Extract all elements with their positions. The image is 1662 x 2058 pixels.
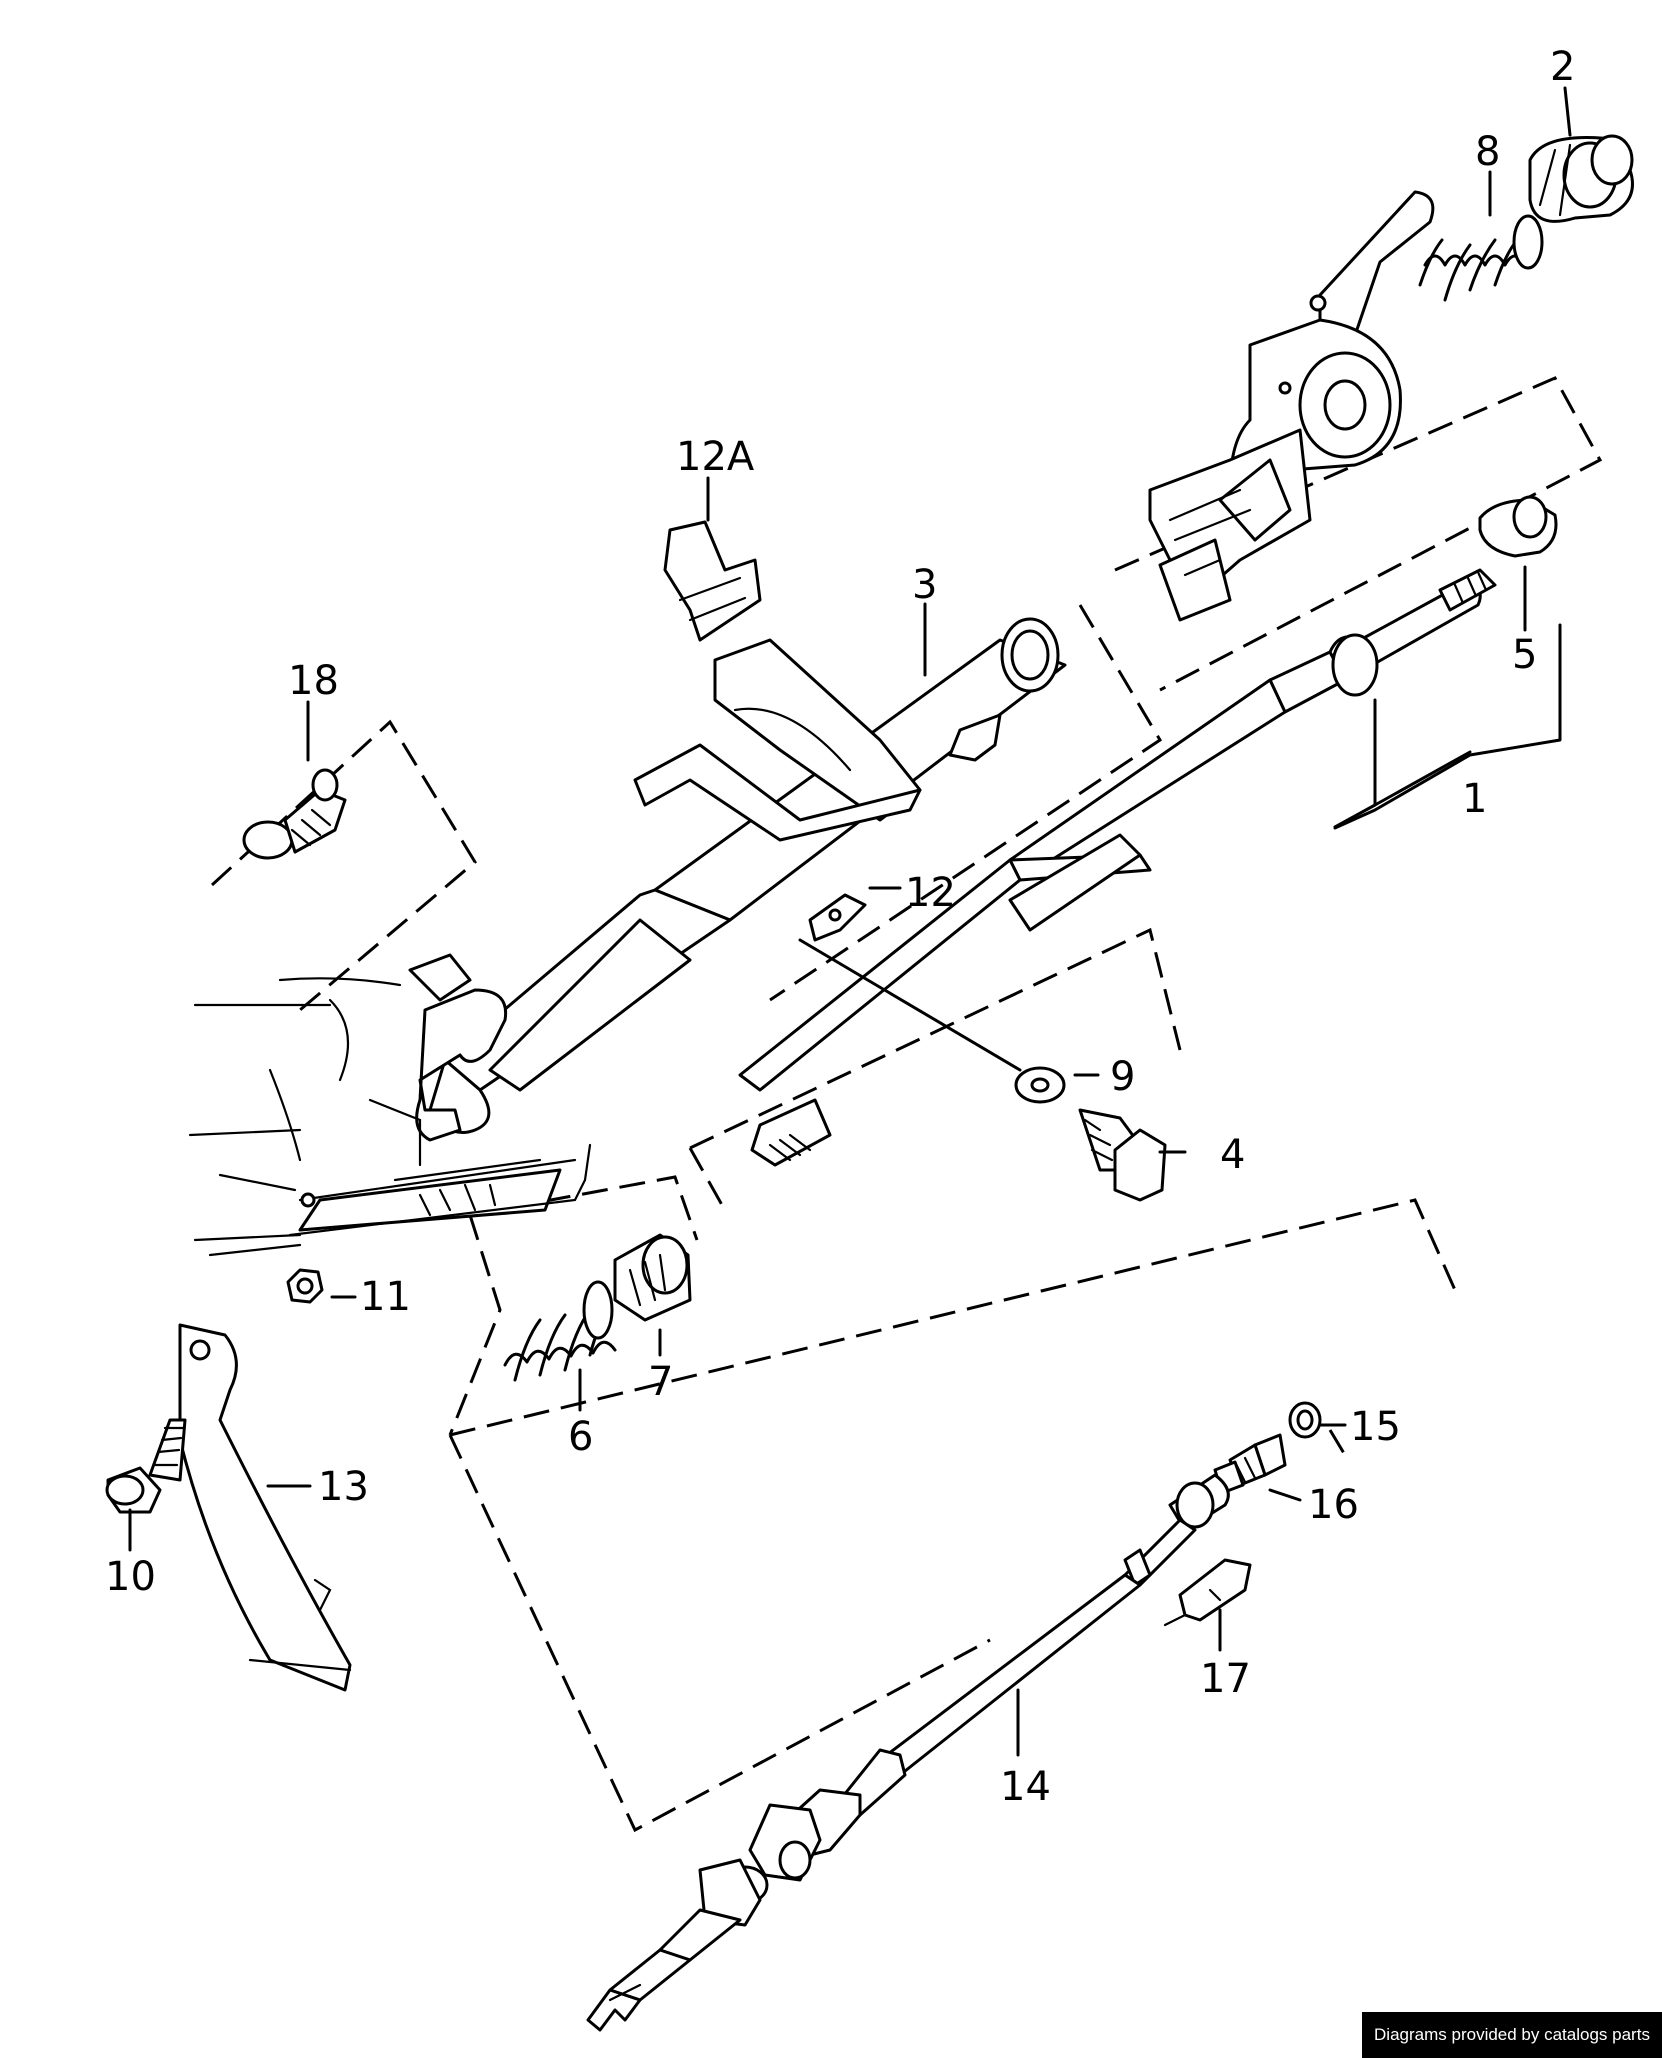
part-5-bush: [1478, 495, 1558, 558]
vehicle-body-fragment: [188, 977, 592, 1257]
callout-7: 7: [648, 1359, 673, 1405]
part-12A-clip: [663, 520, 762, 642]
callout-8: 8: [1475, 129, 1500, 175]
callout-12A: 12A: [676, 434, 755, 480]
callout-3: 3: [912, 562, 937, 608]
part-18-bolt: [242, 768, 347, 860]
part-15-washer: [1288, 1401, 1322, 1439]
callout-12: 12: [905, 870, 956, 916]
turn-signal-switch-assembly: [1148, 190, 1435, 622]
part-14-lower-shaft: [586, 1473, 1230, 2032]
callout-11: 11: [360, 1274, 411, 1320]
callout-17: 17: [1200, 1656, 1251, 1702]
part-9-washer: [1014, 1066, 1066, 1104]
callout-1: 1: [1462, 776, 1487, 822]
part-4-shear-bolt: [1078, 1108, 1167, 1202]
part-7-bearing: [613, 1233, 692, 1322]
column-mounting-clamp: [408, 953, 508, 1142]
callout-6: 6: [568, 1414, 593, 1460]
part-10-bolt: [105, 1418, 187, 1514]
part-16-screw: [1213, 1433, 1287, 1495]
part-6-spring: [503, 1280, 617, 1382]
credit-banner: Diagrams provided by catalogs parts: [1362, 2012, 1662, 2058]
callout-16: 16: [1308, 1482, 1359, 1528]
callout-13: 13: [318, 1464, 369, 1510]
part-2-bush: [1528, 134, 1634, 223]
part-12-plate: [808, 893, 867, 942]
part-13-cover: [178, 1323, 352, 1692]
callout-14: 14: [1000, 1764, 1051, 1810]
part-17-sensor: [1163, 1558, 1252, 1627]
dashed-group-boxes: [210, 376, 1603, 1833]
credit-text: Diagrams provided by catalogs parts: [1374, 2025, 1650, 2044]
part-1-steering-shaft: [738, 568, 1497, 1167]
callout-15: 15: [1350, 1404, 1401, 1450]
callout-4: 4: [1220, 1132, 1245, 1178]
callout-9: 9: [1110, 1054, 1135, 1100]
leader-lines: [128, 86, 1572, 1757]
callout-10: 10: [105, 1554, 156, 1600]
callout-18: 18: [288, 658, 339, 704]
callout-2: 2: [1550, 44, 1575, 90]
callout-labels: 2 8 12A 3 18 5 1 12 9 4 11 7 6 15 16 13 …: [105, 44, 1575, 1810]
part-3-column-tube: [428, 617, 1067, 1134]
part-11-nut: [286, 1268, 324, 1304]
part-8-spring: [1418, 214, 1544, 302]
callout-5: 5: [1512, 632, 1537, 678]
